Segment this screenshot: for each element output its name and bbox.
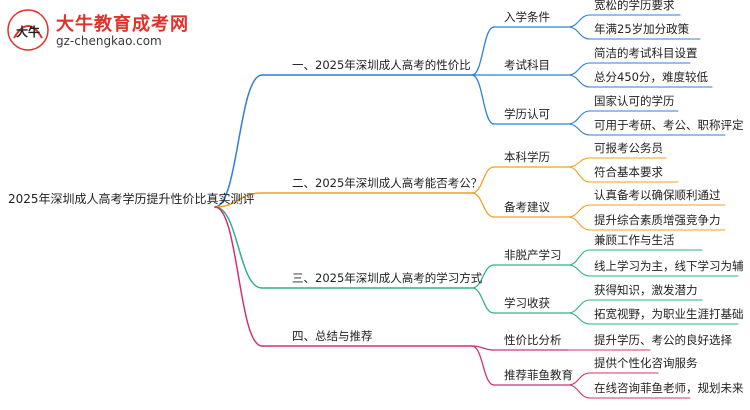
root-node: 2025年深圳成人高考学历提升性价比真实测评 bbox=[8, 192, 255, 206]
leaf-node: 提供个性化咨询服务 bbox=[594, 356, 698, 370]
logo-mark-text: 大牛 bbox=[16, 24, 40, 39]
leaf-node: 认真备考以确保顺利通过 bbox=[594, 188, 721, 202]
leaf-node: 年满25岁加分政策 bbox=[594, 22, 690, 36]
child-node: 学历认可 bbox=[504, 107, 550, 121]
child-connector bbox=[471, 74, 495, 125]
branch-node: 四、总结与推荐 bbox=[292, 329, 373, 343]
leaf-connector bbox=[567, 157, 591, 168]
leaf-connector bbox=[567, 74, 591, 88]
child-node: 考试科目 bbox=[504, 58, 550, 72]
leaf-node: 总分450分，难度较低 bbox=[594, 70, 708, 84]
leaf-connector bbox=[567, 372, 591, 386]
branch-connector bbox=[214, 192, 263, 208]
child-node: 性价比分析 bbox=[504, 333, 562, 347]
child-node: 非脱产学习 bbox=[504, 248, 562, 262]
branch-connector bbox=[214, 206, 263, 347]
logo-mark-icon: 大牛 bbox=[7, 9, 49, 51]
child-node: 入学条件 bbox=[504, 10, 550, 24]
leaf-connector bbox=[567, 299, 591, 314]
leaf-connector bbox=[567, 26, 591, 40]
leaf-connector bbox=[567, 216, 591, 231]
leaf-connector bbox=[567, 249, 591, 266]
child-node: 备考建议 bbox=[504, 200, 550, 214]
leaf-node: 兼顾工作与生活 bbox=[594, 233, 675, 247]
leaf-node: 提升综合素质增强竞争力 bbox=[594, 213, 721, 227]
leaf-connector bbox=[567, 264, 591, 277]
leaf-node: 简洁的考试科目设置 bbox=[594, 46, 698, 60]
logo-title: 大牛教育成考网 bbox=[56, 14, 189, 35]
leaf-node: 在线咨询菲鱼老师，规划未来 bbox=[594, 381, 744, 395]
leaf-connector bbox=[567, 110, 591, 125]
leaf-node: 获得知识，激发潜力 bbox=[594, 283, 698, 297]
leaf-connector bbox=[567, 384, 591, 399]
branch-node: 二、2025年深圳成人高考能否考公？ bbox=[292, 176, 483, 190]
child-connector bbox=[471, 166, 495, 194]
child-connector bbox=[471, 345, 495, 386]
leaf-node: 可用于考研、考公、职称评定 bbox=[594, 118, 744, 132]
leaf-connector bbox=[567, 14, 591, 28]
leaf-node: 线上学习为主，线下学习为辅 bbox=[594, 259, 744, 273]
leaf-connector bbox=[567, 62, 591, 76]
leaf-node: 符合基本要求 bbox=[594, 165, 663, 179]
child-node: 本科学历 bbox=[504, 150, 550, 164]
child-connector bbox=[471, 264, 495, 289]
child-node: 学习收获 bbox=[504, 296, 550, 310]
leaf-connector bbox=[567, 123, 591, 136]
branch-node: 一、2025年深圳成人高考的性价比 bbox=[292, 58, 471, 72]
leaf-node: 提升学历、考公的良好选择 bbox=[594, 333, 732, 347]
leaf-node: 拓宽视野，为职业生涯打基础 bbox=[594, 307, 744, 321]
logo: 大牛 大牛教育成考网 gz-chengkao.com bbox=[6, 8, 206, 54]
logo-url: gz-chengkao.com bbox=[56, 34, 162, 48]
leaf-connector bbox=[567, 166, 591, 183]
child-connector bbox=[471, 287, 495, 314]
leaf-node: 可报考公务员 bbox=[594, 141, 663, 155]
branch-connector bbox=[214, 74, 263, 208]
child-node: 推荐菲鱼教育 bbox=[504, 368, 573, 382]
leaf-node: 国家认可的学历 bbox=[594, 94, 675, 108]
branch-connector bbox=[214, 206, 263, 289]
child-connector bbox=[471, 192, 495, 218]
leaf-node: 宽松的学历要求 bbox=[594, 0, 675, 12]
leaf-connector bbox=[567, 312, 591, 325]
child-connector bbox=[471, 26, 495, 76]
leaf-connector bbox=[567, 204, 591, 218]
branch-node: 三、2025年深圳成人高考的学习方式 bbox=[292, 271, 483, 285]
